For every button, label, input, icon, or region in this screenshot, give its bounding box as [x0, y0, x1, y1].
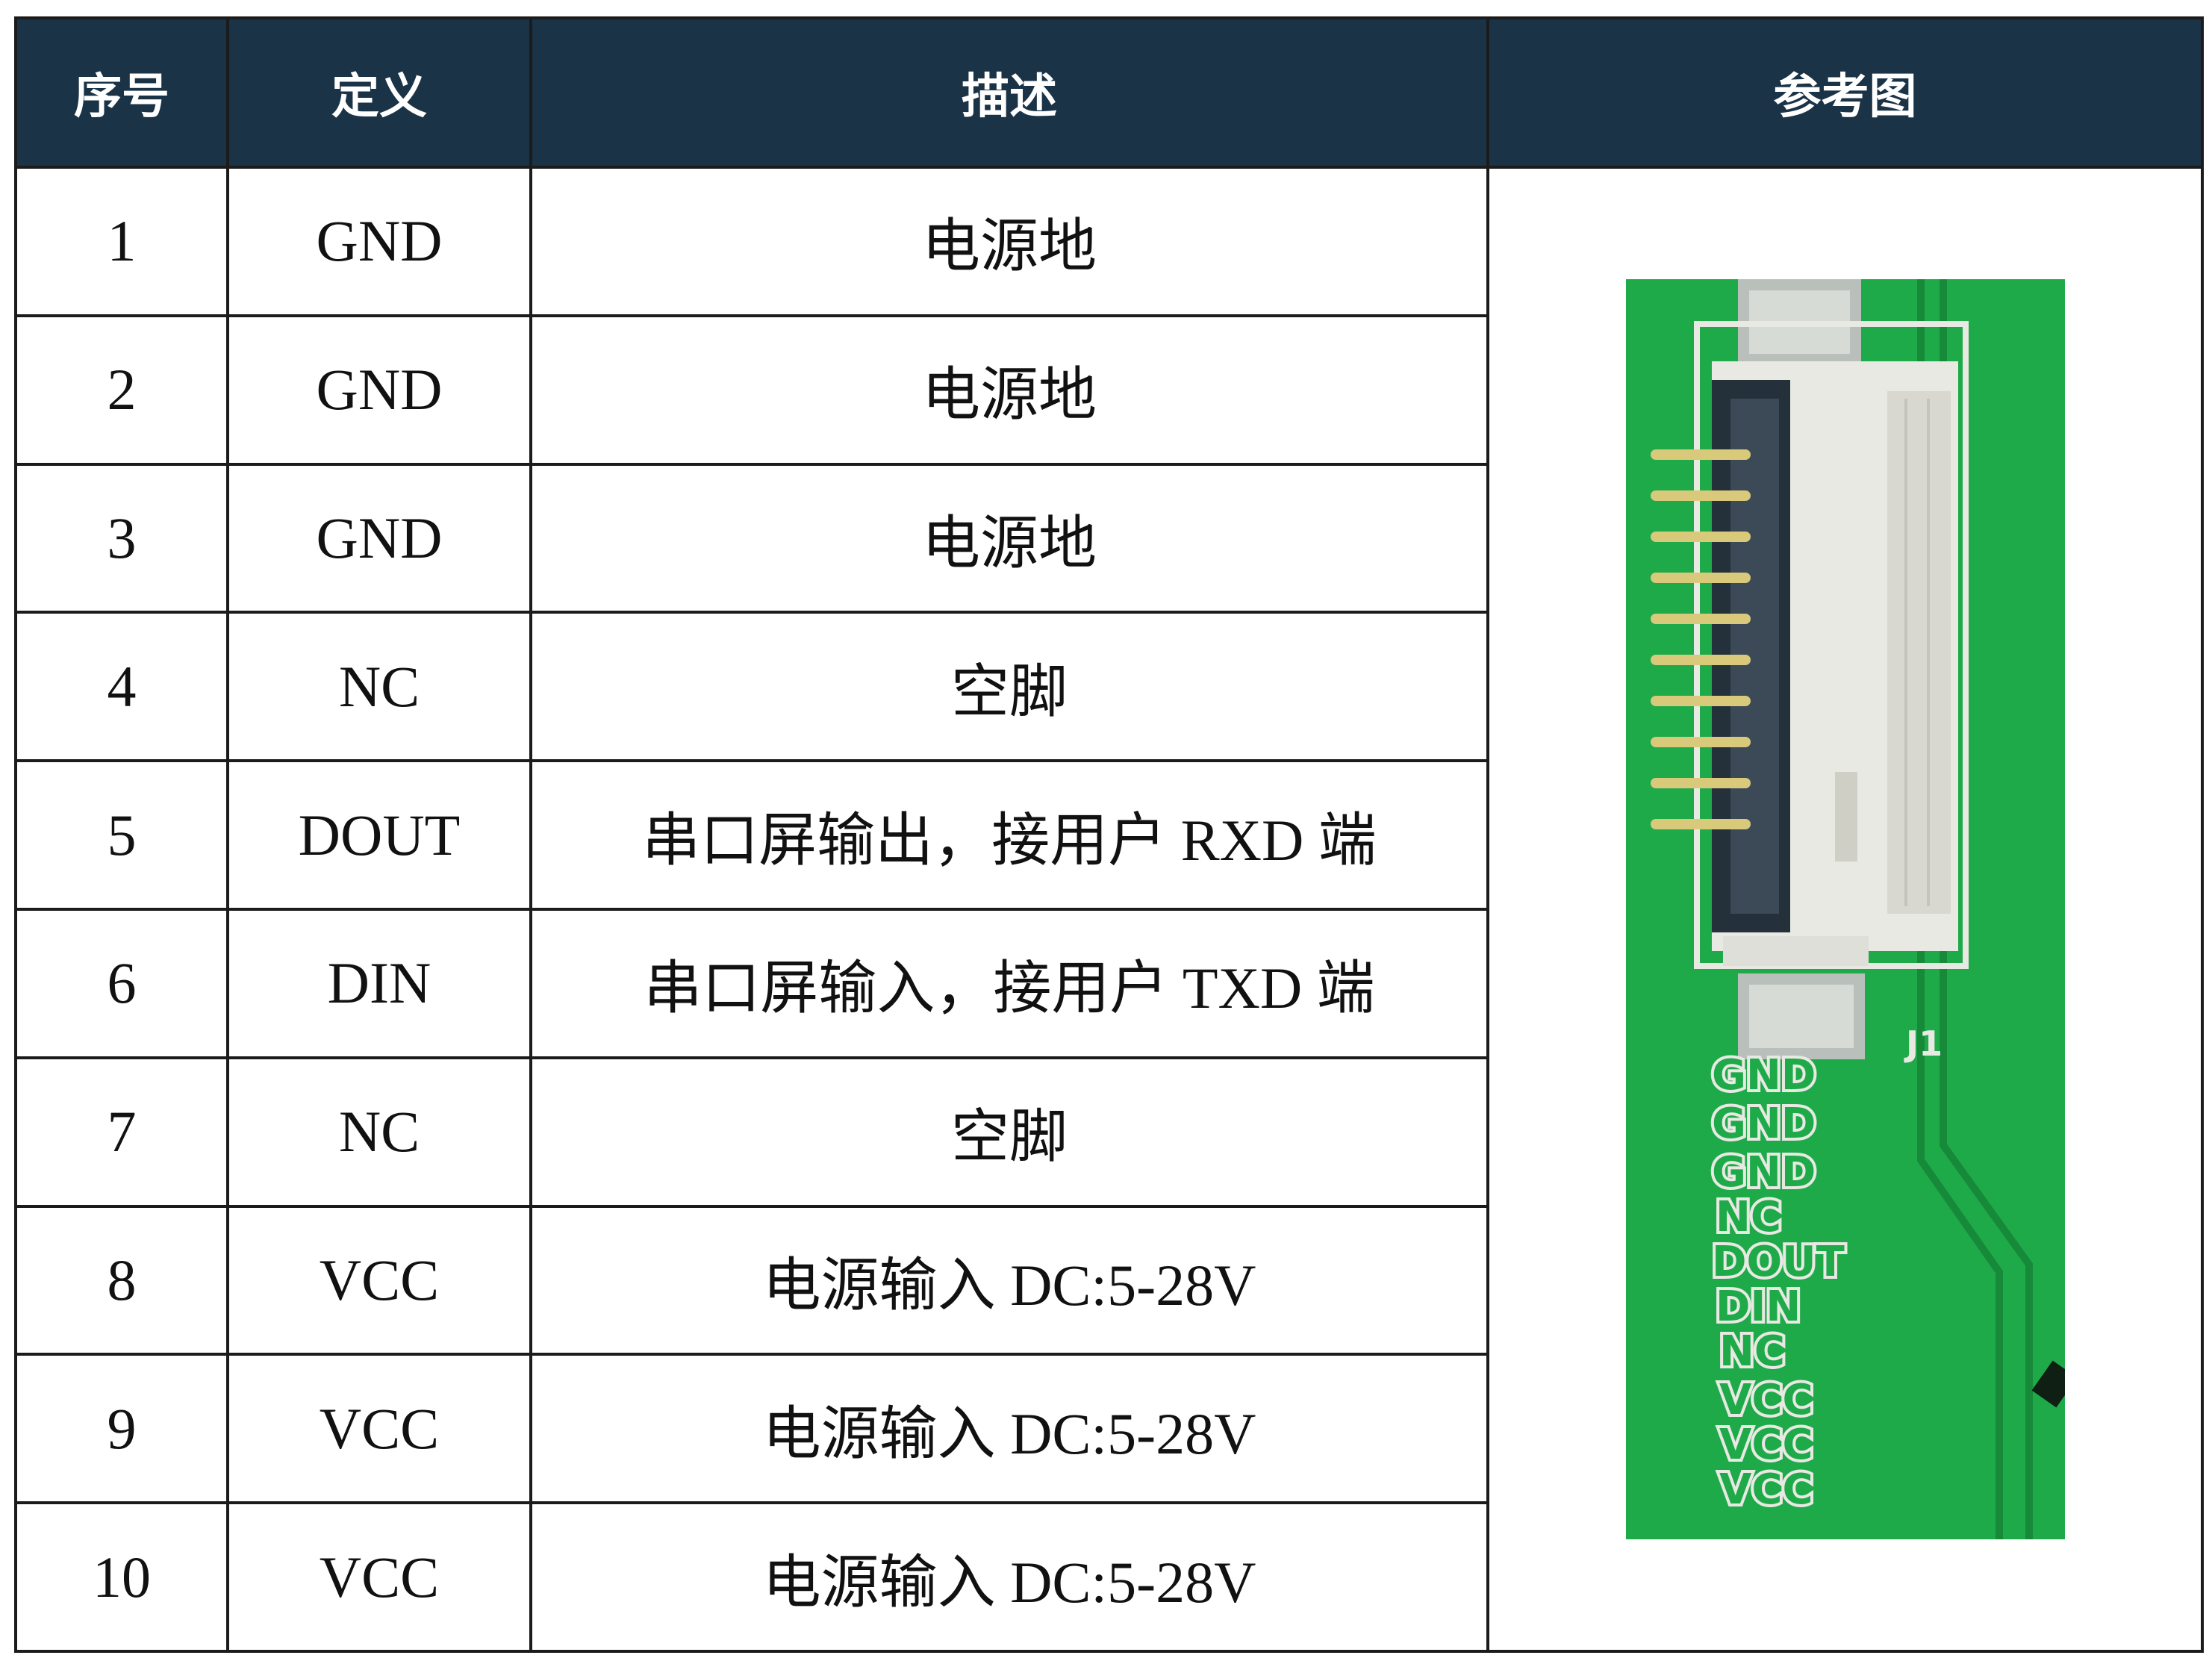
table-row: 7 NC 空脚 — [14, 1056, 2202, 1208]
pin-index: 6 — [14, 907, 229, 1059]
table-row: 5 DOUT 串口屏输出，接用户 RXD 端 — [14, 759, 2202, 911]
table-row: 8 VCC 电源输入 DC:5-28V — [14, 1204, 2202, 1356]
silkscreen-label: VCC — [1719, 1465, 1813, 1514]
pin-definition: DOUT — [226, 759, 532, 911]
pin-definition: VCC — [226, 1501, 532, 1653]
silkscreen-label: GND — [1712, 1051, 1816, 1100]
pin-index: 3 — [14, 462, 229, 614]
pin-definition: VCC — [226, 1353, 532, 1505]
silkscreen-label: VCC — [1719, 1421, 1813, 1469]
table-row: 4 NC 空脚 — [14, 611, 2202, 763]
pin-description: 串口屏输出，接用户 RXD 端 — [529, 759, 1489, 911]
pin-description: 电源输入 DC:5-28V — [529, 1353, 1489, 1505]
table-row: 10 VCC 电源输入 DC:5-28V — [14, 1501, 2202, 1653]
connector-label: J1 — [1904, 1023, 1942, 1064]
pin-description: 空脚 — [529, 1056, 1489, 1208]
table-row: 9 VCC 电源输入 DC:5-28V — [14, 1353, 2202, 1505]
pcb-connector-photo: J1 GND GND GND NC DOUT DIN NC VCC VCC VC… — [1625, 279, 2065, 1539]
silkscreen-label: GND — [1712, 1100, 1816, 1148]
pin-description: 电源输入 DC:5-28V — [529, 1204, 1489, 1356]
silkscreen-label: NC — [1719, 1327, 1785, 1376]
silkscreen-label: VCC — [1719, 1376, 1813, 1424]
pin-definition: VCC — [226, 1204, 532, 1356]
pin-description: 电源输入 DC:5-28V — [529, 1501, 1489, 1653]
silkscreen-label: GND — [1712, 1148, 1816, 1197]
pin-index: 9 — [14, 1353, 229, 1505]
header-reference: 参考图 — [1486, 16, 2204, 169]
pin-index: 7 — [14, 1056, 229, 1208]
pin-definition: NC — [226, 1056, 532, 1208]
header-row: 序号 定义 描述 参考图 — [14, 16, 2204, 169]
silkscreen-label: DIN — [1716, 1283, 1801, 1331]
silkscreen-label: DOUT — [1712, 1238, 1845, 1286]
pin-definition: DIN — [226, 907, 532, 1059]
pin-description: 空脚 — [529, 611, 1489, 763]
header-description: 描述 — [529, 16, 1489, 169]
pin-index: 1 — [14, 166, 229, 317]
pin-description: 串口屏输入，接用户 TXD 端 — [529, 907, 1489, 1059]
silkscreen-label: NC — [1716, 1193, 1781, 1241]
table-row: 2 GND 电源地 — [14, 314, 2202, 466]
pin-index: 10 — [14, 1501, 229, 1653]
pin-index: 8 — [14, 1204, 229, 1356]
pin-definition: NC — [226, 611, 532, 763]
pin-description: 电源地 — [529, 314, 1489, 466]
reference-image-cell: J1 GND GND GND NC DOUT DIN NC VCC VCC VC… — [1486, 166, 2204, 1653]
header-definition: 定义 — [226, 16, 532, 169]
pin-definition: GND — [226, 314, 532, 466]
pin-index: 2 — [14, 314, 229, 466]
header-index: 序号 — [14, 16, 229, 169]
table-row: 6 DIN 串口屏输入，接用户 TXD 端 — [14, 907, 2202, 1059]
pin-index: 4 — [14, 611, 229, 763]
pin-definition-table: 序号 定义 描述 参考图 1 GND 电源地 — [14, 16, 2204, 1653]
table-row: 1 GND 电源地 — [14, 166, 2204, 1653]
pin-definition: GND — [226, 462, 532, 614]
pin-description: 电源地 — [529, 166, 1489, 317]
pin-definition: GND — [226, 166, 532, 317]
table-row: 3 GND 电源地 — [14, 462, 2202, 614]
pin-description: 电源地 — [529, 462, 1489, 614]
pin-index: 5 — [14, 759, 229, 911]
